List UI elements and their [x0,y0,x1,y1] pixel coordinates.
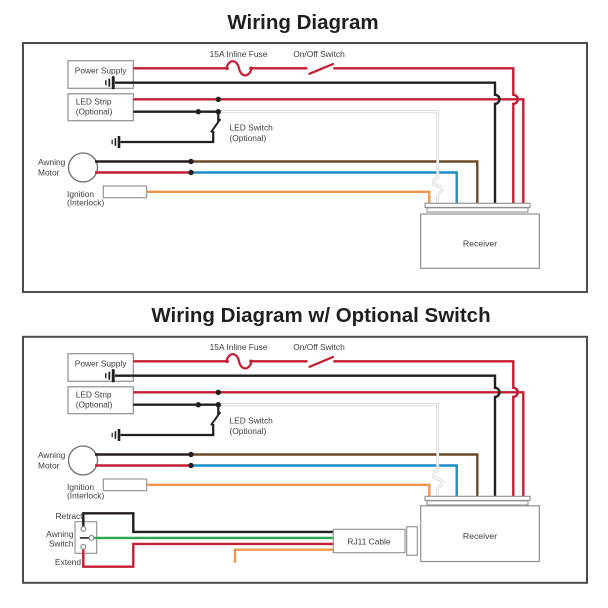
power-supply-label: Power Supply [75,359,127,369]
wire-led-white-core [218,111,443,207]
awning-switch-label-1: Awning [46,529,74,539]
fuse-label: 15A Inline Fuse [210,342,268,352]
awning-motor-circle [67,152,99,183]
fuse-end-dot [249,66,253,71]
led-strip-label-1: LED Strip [76,389,112,399]
led-switch-wire-lower [120,131,215,144]
diagram-border [22,42,588,293]
wire-led-white [218,403,444,500]
ignition-label-1: Ignition [67,482,94,492]
power-supply-label: Power Supply [75,66,127,76]
wire-power-red [133,67,519,207]
receiver-label: Receiver [463,239,497,249]
ignition-label-1: Ignition [67,189,94,199]
junction-dot [215,402,221,408]
wire-motor-blue [191,464,458,500]
inline-fuse-icon [225,353,253,370]
page-title: Wiring Diagram [227,11,378,34]
junction-dot [195,109,201,115]
awning-switch-label-2: Switch [49,538,74,548]
junction-dot [188,169,194,176]
led-switch-label-2: (Optional) [230,133,267,143]
awning-motor-label-2: Motor [38,168,60,178]
switch-terminal-common [88,534,95,541]
inline-fuse-icon [225,60,253,77]
rj11-cable-label: RJ11 Cable [347,536,390,546]
led-strip-box [67,386,134,415]
led-switch-label-1: LED Switch [230,122,274,132]
wire-switch-retract-black [82,512,334,534]
receiver-terminal-strip [424,495,531,501]
ignition-box [102,185,148,199]
ground-icon-power [105,369,115,383]
rj11-connector [406,526,418,556]
ignition-box [102,478,148,492]
receiver-label: Receiver [463,531,497,541]
fuse-end-dot [249,359,253,364]
receiver-box [420,213,540,269]
awning-motor-label-2: Motor [38,461,60,471]
led-strip-label-2: (Optional) [76,106,113,116]
ignition-label-2: (Interlock) [67,197,104,207]
junction-dot [195,402,201,408]
junction-dot [188,158,194,165]
wire-ground-black [115,81,501,207]
awning-motor-label-1: Awning [38,157,66,167]
wire-ignition-orange [146,190,431,207]
wire-motor-brown [191,453,479,500]
led-strip-label-1: LED Strip [76,96,112,106]
wire-led-red [133,98,525,207]
ground-icon-led-switch [111,429,121,441]
wire-led-white [218,110,444,207]
receiver-terminal-strip [426,207,529,213]
junction-dot [188,462,194,469]
diagram-optional-switch: Wiring Diagram w/ Optional Switch 15A In… [22,304,588,584]
switch-terminal-extend [80,543,87,550]
ground-icon-power [105,76,115,90]
junction-dot [215,389,221,395]
junction-dot [215,96,221,103]
awning-motor-label-1: Awning [38,450,66,460]
fuse-end-dot [225,66,229,71]
onoff-switch-label: On/Off Switch [293,49,345,59]
led-switch-label-2: (Optional) [230,426,267,436]
wire-switch-extend-red [82,542,334,568]
rj11-cable-box [332,528,406,554]
page-title-2: Wiring Diagram w/ Optional Switch [151,304,490,327]
fuse-end-dot [225,359,229,364]
awning-motor-circle [67,445,99,476]
onoff-switch-label: On/Off Switch [293,342,345,352]
ignition-label-2: (Interlock) [67,490,104,500]
ground-icon-led-switch [111,136,121,148]
junction-dot [188,451,194,458]
receiver-terminal-strip [426,500,529,506]
junction-dot [215,109,221,115]
retract-label: Retract [56,511,84,521]
led-strip-label-2: (Optional) [76,399,113,409]
wire-ignition-orange [146,483,431,500]
wire-rj11-orange [233,548,336,563]
fuse-label: 15A Inline Fuse [210,49,268,59]
onoff-switch-lever-icon [308,355,335,368]
wire-motor-brown [191,160,479,207]
wire-led-red [133,391,525,500]
diagram-border [22,335,588,584]
receiver-box [420,505,540,563]
wire-power-red [133,360,519,500]
led-switch-lever-icon [210,411,221,426]
switch-terminal-retract [80,525,87,532]
extend-label: Extend [55,557,81,567]
wire-led-white-core [218,404,443,500]
led-strip-box [67,93,134,122]
receiver-terminal-strip [424,202,531,208]
wire-motor-blue [191,171,458,207]
wire-ground-black [115,374,501,500]
diagram-basic: Wiring Diagram 15A Inline Fuse On/Off Sw… [22,11,588,293]
led-switch-wire-lower [120,424,215,437]
led-switch-lever-icon [210,118,221,133]
onoff-switch-lever-icon [308,62,335,75]
led-switch-label-1: LED Switch [230,415,274,425]
